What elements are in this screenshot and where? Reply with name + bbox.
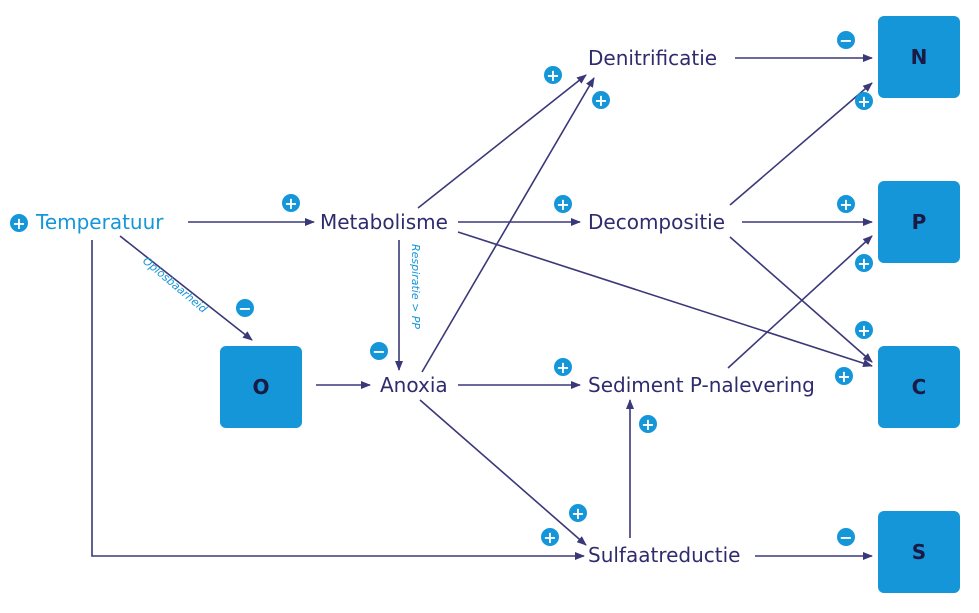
plus-sign-n: + xyxy=(855,92,873,111)
box-n: N xyxy=(878,16,960,98)
node-metabolisme: Metabolisme xyxy=(320,210,448,234)
box-p-label: P xyxy=(912,210,927,234)
svg-text:+: + xyxy=(571,504,584,523)
svg-text:+: + xyxy=(837,367,850,386)
arrow-sediment-p xyxy=(727,235,873,369)
svg-text:+: + xyxy=(641,415,654,434)
box-s: S xyxy=(878,511,960,593)
plus-sign-metabolisme: + xyxy=(282,194,300,213)
svg-text:+: + xyxy=(594,91,607,110)
arrow-metabolisme-c xyxy=(457,231,873,368)
box-p: P xyxy=(878,181,960,263)
node-sulfaatreductie: Sulfaatreductie xyxy=(588,543,740,567)
svg-text:+: + xyxy=(284,194,297,213)
plus-sign-temperatuur: + xyxy=(10,214,28,233)
box-o: O xyxy=(220,346,302,428)
svg-text:+: + xyxy=(12,214,25,233)
plus-sign-decompositie: + xyxy=(554,195,572,214)
arrow-decompositie-n xyxy=(729,82,873,206)
plus-sign-sediment-2: + xyxy=(639,415,657,434)
arrow-temperatuur-o xyxy=(119,235,253,341)
arrow-metabolisme-denitrificatie xyxy=(417,74,587,209)
svg-text:+: + xyxy=(546,66,559,85)
minus-sign-n: − xyxy=(837,31,855,50)
plus-sign-sulfaat-1: + xyxy=(569,504,587,523)
plus-sign-denitrificatie-1: + xyxy=(544,66,562,85)
svg-text:−: − xyxy=(372,342,385,361)
svg-text:+: + xyxy=(857,321,870,340)
svg-text:−: − xyxy=(238,299,251,318)
svg-text:+: + xyxy=(857,254,870,273)
svg-text:−: − xyxy=(839,528,852,547)
plus-sign-c-1: + xyxy=(855,321,873,340)
plus-sign-sediment-1: + xyxy=(554,358,572,377)
node-denitrificatie: Denitrificatie xyxy=(588,46,717,70)
minus-sign-s: − xyxy=(837,528,855,547)
plus-sign-p-1: + xyxy=(837,195,855,214)
svg-text:−: − xyxy=(839,31,852,50)
plus-sign-p-2: + xyxy=(855,254,873,273)
arrow-temperatuur-sulfaatreductie xyxy=(91,240,585,560)
plus-sign-denitrificatie-2: + xyxy=(592,91,610,110)
svg-text:+: + xyxy=(839,195,852,214)
svg-text:+: + xyxy=(857,92,870,111)
edge-label-oplosbaarheid: Oplosbaarheid xyxy=(140,254,210,316)
node-temperatuur: Temperatuur xyxy=(35,210,164,234)
arrow-anoxia-sulfaatreductie xyxy=(419,399,587,546)
node-decompositie: Decompositie xyxy=(588,210,725,234)
box-c: C xyxy=(878,346,960,428)
svg-text:+: + xyxy=(556,358,569,377)
minus-sign-o: − xyxy=(236,299,254,318)
box-s-label: S xyxy=(912,540,926,564)
box-n-label: N xyxy=(911,45,928,69)
box-o-label: O xyxy=(252,375,269,399)
svg-text:+: + xyxy=(543,528,556,547)
plus-sign-c-2: + xyxy=(835,367,853,386)
arrow-anoxia-denitrificatie xyxy=(421,77,595,373)
plus-sign-sulfaat-2: + xyxy=(541,528,559,547)
svg-text:+: + xyxy=(556,195,569,214)
node-sediment-p-nalevering: Sediment P-nalevering xyxy=(588,373,815,397)
edge-label-respiratie: Respiratie > PP xyxy=(409,244,422,329)
arrow-decompositie-c xyxy=(729,236,873,363)
minus-sign-anoxia: − xyxy=(370,342,388,361)
node-anoxia: Anoxia xyxy=(380,373,448,397)
box-c-label: C xyxy=(912,375,927,399)
